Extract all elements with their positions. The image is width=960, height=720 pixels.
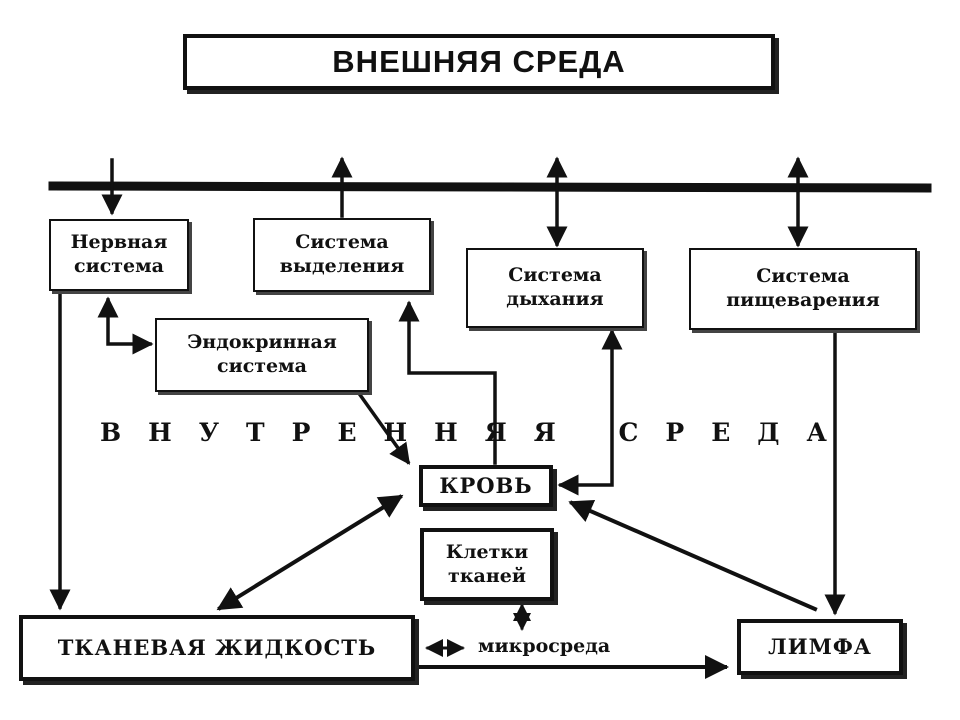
nervous-system-box: Нервная система [49, 219, 189, 291]
external-boundary-line [48, 181, 932, 193]
lymph-box: ЛИМФА [737, 619, 903, 675]
microenvironment-label: микросреда [478, 635, 611, 657]
external-environment-title-text: ВНЕШНЯЯ СРЕДА [332, 43, 626, 79]
arrow-lymph-to-blood [568, 499, 818, 612]
external-environment-title: ВНЕШНЯЯ СРЕДА [183, 34, 775, 90]
arrow-respiratory-blood [557, 328, 623, 496]
digestive-system-box: Система пищеварения [689, 248, 917, 330]
excretory-system-box: Система выделения [253, 218, 431, 292]
tissue-fluid-label: ТКАНЕВАЯ ЖИДКОСТЬ [57, 634, 377, 660]
excretory-system-label: Система выделения [279, 231, 405, 277]
internal-environment-label: ВНУТРЕННЯЯ СРЕДА [100, 418, 854, 447]
lymph-label: ЛИМФА [768, 633, 872, 659]
digestive-system-label: Система пищеварения [726, 265, 880, 311]
endocrine-system-box: Эндокринная система [155, 318, 369, 392]
endocrine-system-label: Эндокринная система [187, 331, 337, 377]
blood-label: КРОВЬ [439, 472, 533, 498]
arrow-nervous-endocrine [97, 296, 154, 355]
respiratory-system-box: Система дыхания [466, 248, 644, 328]
blood-box: КРОВЬ [419, 465, 553, 507]
arrow-blood-tissue-fluid [216, 494, 404, 611]
arrow-blood-to-excretory [398, 300, 497, 465]
tissue-cells-label: Клетки тканей [445, 540, 529, 587]
tissue-fluid-box: ТКАНЕВАЯ ЖИДКОСТЬ [19, 615, 415, 681]
tissue-cells-box: Клетки тканей [420, 528, 554, 601]
nervous-system-label: Нервная система [70, 231, 168, 277]
respiratory-system-label: Система дыхания [506, 264, 604, 310]
arrow-endocrine-to-blood [355, 389, 411, 465]
